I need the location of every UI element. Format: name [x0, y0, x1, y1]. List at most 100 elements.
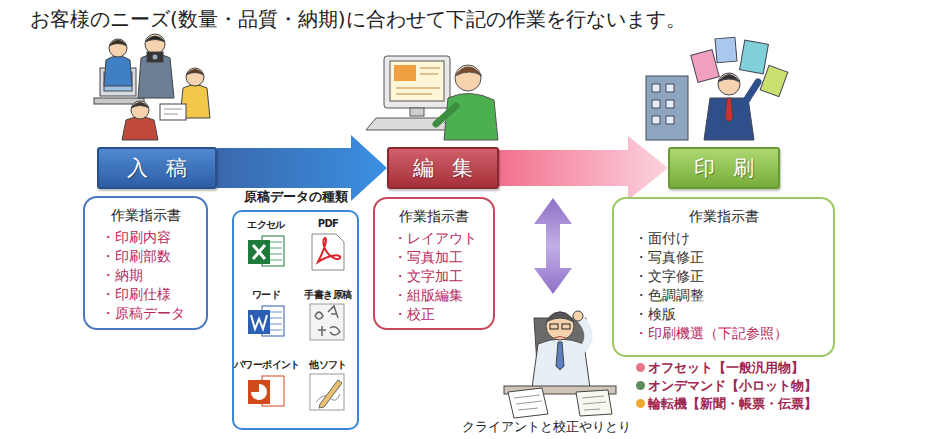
file-type-box: 原稿データの種類エクセルPDFワード手書き原稿パワーポイント他ソフト [232, 210, 359, 430]
client-illustration [532, 339, 590, 388]
stage-title: 入稿 [99, 149, 215, 187]
legend-row: オンデマンド【小ロット物】 [636, 377, 817, 395]
file-type-label: PDF [296, 218, 360, 229]
client-illustration [576, 390, 612, 416]
client-illustration [556, 342, 564, 370]
staff-illustration [152, 54, 158, 60]
task-item: ・写真加工 [393, 248, 463, 266]
operator-illustration [394, 65, 416, 81]
task-item: ・組版編集 [393, 286, 463, 304]
client-illustration [582, 396, 606, 410]
task-item: ・写真修正 [634, 248, 704, 266]
flow-arrow [499, 136, 668, 200]
proof-arrow [534, 198, 572, 294]
operator-illustration [455, 65, 481, 91]
staff-illustration [94, 98, 144, 104]
task-item: ・文字修正 [634, 267, 704, 285]
printer-illustration [652, 100, 660, 108]
operator-illustration [366, 118, 452, 130]
box-heading: 作業指示書 [614, 207, 833, 225]
stage-box: 印刷 [668, 147, 780, 189]
instruction-box: 作業指示書・印刷内容・印刷部数・納期・印刷仕様・原稿データ [83, 196, 208, 330]
staff-illustration [122, 117, 158, 140]
operator-illustration [444, 93, 498, 140]
client-illustration [546, 312, 574, 322]
task-item: ・印刷部数 [101, 247, 171, 265]
operator-illustration [436, 106, 456, 124]
stage-box: 編集 [387, 147, 499, 189]
operator-illustration [366, 56, 498, 140]
client-illustration [504, 386, 616, 394]
printer-illustration [744, 82, 758, 104]
file-type-label: 他ソフト [296, 358, 360, 372]
legend-text: オフセット【一般汎用物】 [648, 360, 804, 375]
printer-illustration [704, 98, 754, 140]
task-item: ・原稿データ [101, 304, 185, 322]
client-illustration [546, 312, 574, 340]
stage-title: 編集 [389, 149, 497, 187]
staff-illustration [147, 52, 163, 62]
printer-illustration [666, 100, 674, 108]
box-heading: 原稿データの種類 [224, 188, 367, 206]
staff-illustration [186, 68, 204, 86]
task-item: ・校正 [393, 305, 435, 323]
task-item: ・検版 [634, 305, 676, 323]
task-item: ・印刷内容 [101, 228, 171, 246]
legend-swatch [636, 363, 645, 372]
task-item: ・印刷機選（下記参照） [634, 324, 788, 342]
printer-illustration [715, 37, 737, 63]
staff-illustration [164, 109, 182, 114]
caption-label: クライアントと校正やりとり [462, 418, 631, 436]
operator-illustration [396, 68, 440, 94]
staff-illustration [100, 68, 136, 96]
staff-illustration [145, 34, 165, 54]
task-item: ・印刷仕様 [101, 285, 171, 303]
printer-illustration [646, 37, 788, 140]
file-type-label: 手書き原稿 [296, 288, 360, 302]
stage-title: 印刷 [670, 149, 778, 187]
staff-illustration [180, 85, 210, 118]
staff-illustration [94, 34, 210, 140]
client-illustration [514, 395, 542, 410]
operator-illustration [455, 67, 482, 76]
staff-illustration [145, 36, 165, 42]
legend-swatch [636, 399, 645, 408]
legend-row: オフセット【一般汎用物】 [636, 359, 804, 377]
task-item: ・文字加工 [393, 267, 463, 285]
title: お客様のニーズ(数量・品質・納期)に合わせて下記の作業を行ないます。 [30, 6, 686, 33]
staff-illustration [109, 40, 127, 46]
printer-illustration [666, 84, 674, 92]
client-illustration [573, 311, 583, 321]
printer-illustration [718, 75, 740, 83]
client-illustration [554, 337, 566, 339]
client-illustration [562, 324, 570, 329]
printer-illustration [725, 98, 733, 122]
box-heading: 作業指示書 [375, 207, 493, 225]
legend-row: 輪転機【新聞・帳票・伝票】 [636, 395, 817, 413]
task-item: ・色調調整 [634, 286, 704, 304]
task-item: ・レイアウト [393, 229, 477, 247]
printer-illustration [718, 73, 740, 95]
staff-illustration [109, 39, 127, 57]
legend-text: 輪転機【新聞・帳票・伝票】 [648, 396, 817, 411]
client-illustration [534, 318, 586, 380]
printer-illustration [652, 84, 660, 92]
instruction-box: 作業指示書・レイアウト・写真加工・文字加工・組版編集・校正 [373, 197, 495, 330]
printer-illustration [646, 76, 688, 140]
staff-illustration [104, 72, 132, 91]
operator-illustration [410, 108, 424, 116]
printer-illustration [760, 65, 788, 96]
printer-illustration [652, 116, 660, 124]
box-heading: 作業指示書 [85, 206, 206, 224]
printer-illustration [666, 116, 674, 124]
operator-illustration [384, 56, 450, 108]
client-illustration [508, 388, 548, 418]
file-type-label: ワード [234, 288, 298, 302]
staff-illustration [131, 101, 149, 119]
operator-illustration [390, 61, 444, 101]
staff-illustration [131, 103, 149, 109]
legend-swatch [636, 381, 645, 390]
legend-text: オンデマンド【小ロット物】 [648, 378, 817, 393]
stage-box: 入稿 [97, 147, 217, 189]
